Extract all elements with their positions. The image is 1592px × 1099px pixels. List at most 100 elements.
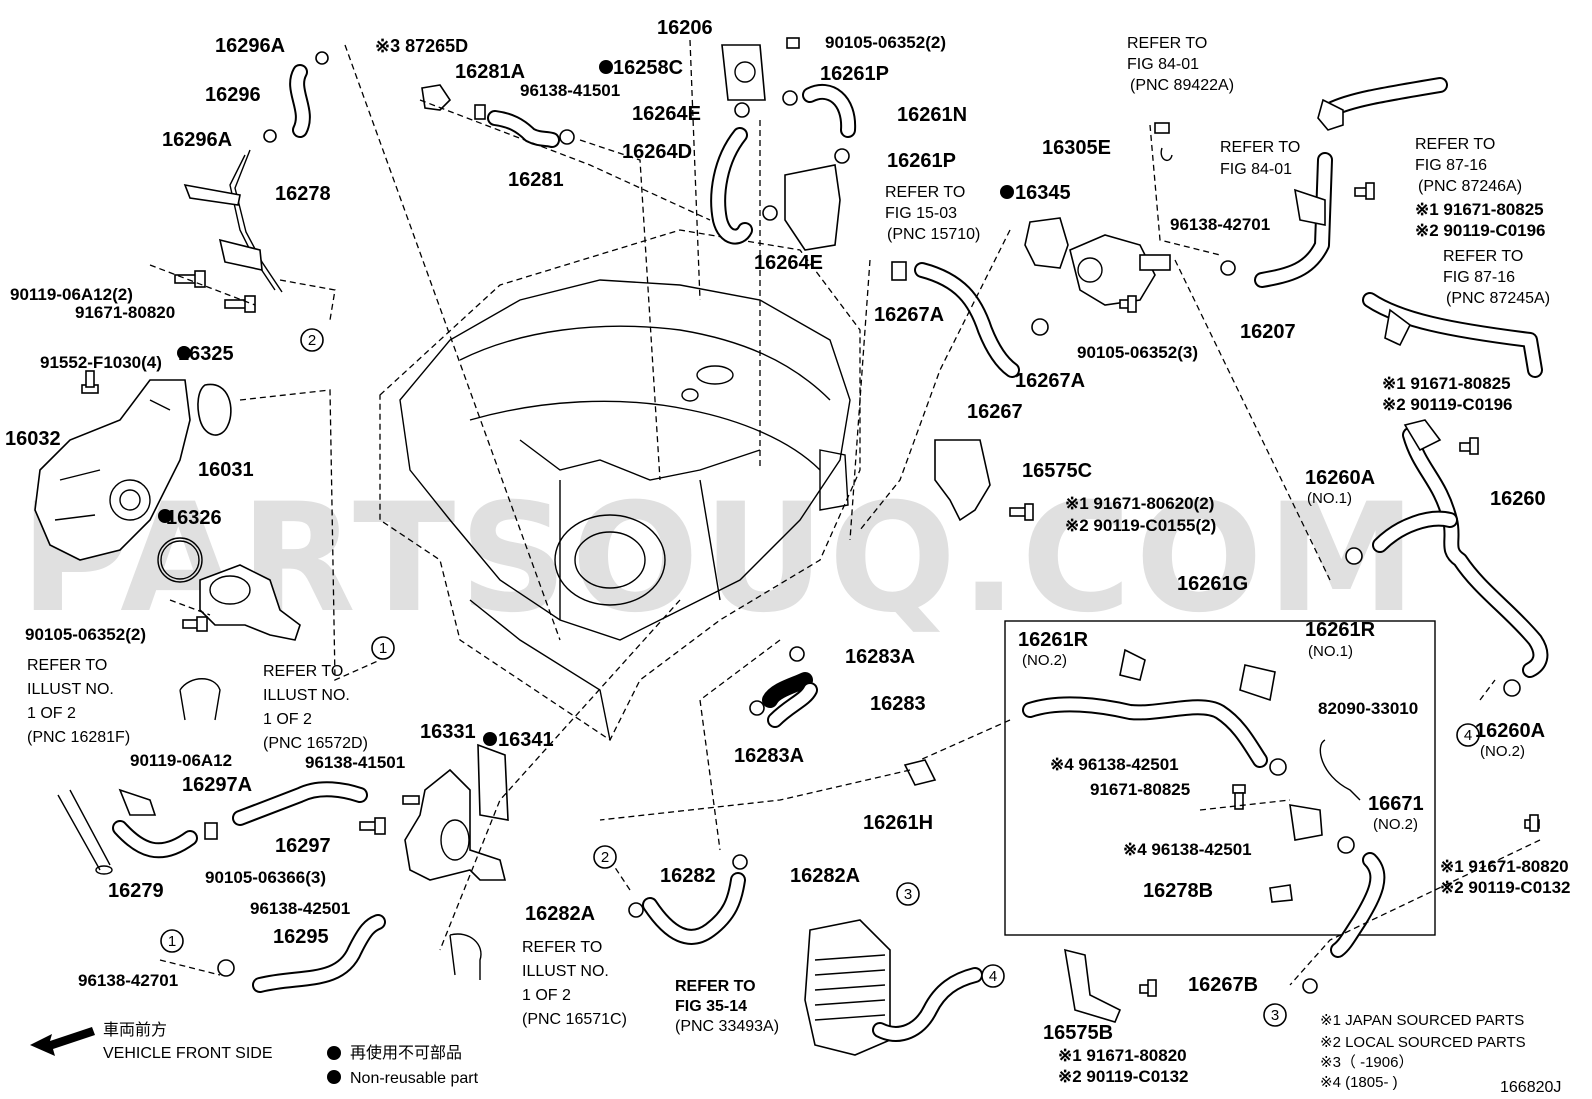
bolt-icon (1524, 814, 1540, 832)
part-label: 16032 (5, 428, 61, 450)
part-label: ※4 96138-42501 (1123, 840, 1252, 859)
gasket-16341 (477, 743, 509, 821)
gasket-16345 (1024, 217, 1069, 269)
bolt-icon (1139, 979, 1157, 997)
part-labels: 16296A 16296 16296A 16278 90119-06A12(2)… (5, 17, 1571, 1086)
part-label: 16575C (1022, 460, 1092, 482)
dashed-leaders (149, 39, 1541, 986)
part-label: 16207 (1240, 321, 1296, 343)
circle-marker: 1 (160, 929, 184, 953)
water-outlet-16331 (404, 768, 507, 881)
part-label: 16281 (508, 169, 564, 191)
gasket-16258C (721, 44, 766, 101)
part-label: 90105-06352(2) (25, 625, 146, 644)
o-ring-16326 (157, 537, 203, 583)
valve-16305E (1069, 234, 1171, 306)
part-label: 82090-33010 (1318, 699, 1418, 718)
part-label: ※2 90119-C0132 (1440, 878, 1571, 897)
part-label: 91552-F1030(4) (40, 353, 162, 372)
part-label: (NO.1) (1308, 643, 1353, 660)
part-label: ※1 91671-80825 (1382, 374, 1511, 393)
footnote: ※4 (1805- ) (1320, 1074, 1398, 1091)
non-reusable-dot (599, 60, 613, 74)
svg-text:1: 1 (379, 640, 387, 657)
non-reusable-dot (177, 346, 191, 360)
part-label: 16264D (622, 141, 692, 163)
part-label: ※2 90119-C0196 (1382, 395, 1513, 414)
clamp-16261H (903, 759, 937, 786)
footnote: ※2 LOCAL SOURCED PARTS (1320, 1034, 1526, 1051)
part-label: (NO.1) (1307, 490, 1352, 507)
nonreusable-en: Non-reusable part (350, 1070, 479, 1087)
svg-text:2: 2 (308, 332, 316, 349)
part-label: ※4 96138-42501 (1050, 755, 1179, 774)
bolt-icon (402, 795, 420, 805)
part-label: 16283A (845, 646, 915, 668)
part-label: 96138-41501 (520, 81, 620, 100)
part-label: 16267A (1015, 370, 1085, 392)
vehicle-front-en: VEHICLE FRONT SIDE (103, 1045, 273, 1062)
part-label: ※1 91671-80825 (1415, 200, 1544, 219)
footnote: ※1 JAPAN SOURCED PARTS (1320, 1012, 1524, 1029)
part-label: 16345 (1015, 182, 1071, 204)
part-label: 16283 (870, 693, 926, 715)
part-label: 16305E (1042, 137, 1111, 159)
bracket-16575C (934, 439, 991, 522)
part-label: ※1 91671-80620(2) (1065, 494, 1214, 513)
part-label: 16297 (275, 835, 331, 857)
part-label: 91671-80825 (1090, 780, 1190, 799)
part-label: 16260A (1305, 467, 1375, 489)
part-label: 16296A (215, 35, 285, 57)
part-label: 16282A (525, 903, 595, 925)
part-label: 16267 (967, 401, 1023, 423)
part-label: 16031 (198, 459, 254, 481)
part-label: 16575B (1043, 1022, 1113, 1044)
part-label: 16282A (790, 865, 860, 887)
part-label: 16326 (166, 507, 222, 529)
bolt-icon (1459, 437, 1479, 455)
part-label: ※1 91671-80820 (1058, 1046, 1187, 1065)
part-label: 96138-42501 (250, 899, 350, 918)
part-label: 16261G (1177, 573, 1248, 595)
part-label: 16341 (498, 729, 554, 751)
sensor-16671 (1289, 804, 1323, 841)
part-label: ※3 87265D (375, 36, 468, 56)
water-pump-16032 (34, 379, 191, 561)
part-label: (NO.2) (1022, 652, 1067, 669)
part-label: 16261N (897, 104, 967, 126)
group-box-16261G (1004, 620, 1436, 936)
part-label: 90105-06352(2) (825, 33, 946, 52)
svg-text:2: 2 (601, 849, 609, 866)
part-label: ※2 90119-C0132 (1058, 1067, 1189, 1086)
svg-text:3: 3 (904, 886, 912, 903)
part-label: 16261H (863, 812, 933, 834)
part-label: 16258C (613, 57, 683, 79)
bolt-icon (1232, 784, 1246, 810)
part-label: 16261R (1018, 629, 1089, 651)
part-label: 16281A (455, 61, 525, 83)
part-label: 16267A (874, 304, 944, 326)
bolt-icon (1119, 295, 1137, 313)
non-reusable-dot (327, 1046, 341, 1060)
part-label: 16295 (273, 926, 329, 948)
part-label: ※2 90119-C0196 (1415, 221, 1546, 240)
part-label: 90105-06352(3) (1077, 343, 1198, 362)
bolt-icon (81, 370, 99, 394)
part-label: 16278 (275, 183, 331, 205)
part-label: 96138-42701 (78, 971, 178, 990)
nonreusable-jp: 再使用不可部品 (350, 1044, 462, 1062)
bolt-icon (174, 270, 206, 288)
legend: 車両前方 VEHICLE FRONT SIDE 再使用不可部品 Non-reus… (30, 1012, 1561, 1096)
part-label: 91671-80820 (75, 303, 175, 322)
svg-text:1: 1 (168, 933, 176, 950)
part-label: ※2 90119-C0155(2) (1065, 516, 1216, 535)
part-label: 16264E (754, 252, 823, 274)
part-label: 16296A (162, 129, 232, 151)
part-label: 16261R (1305, 619, 1376, 641)
